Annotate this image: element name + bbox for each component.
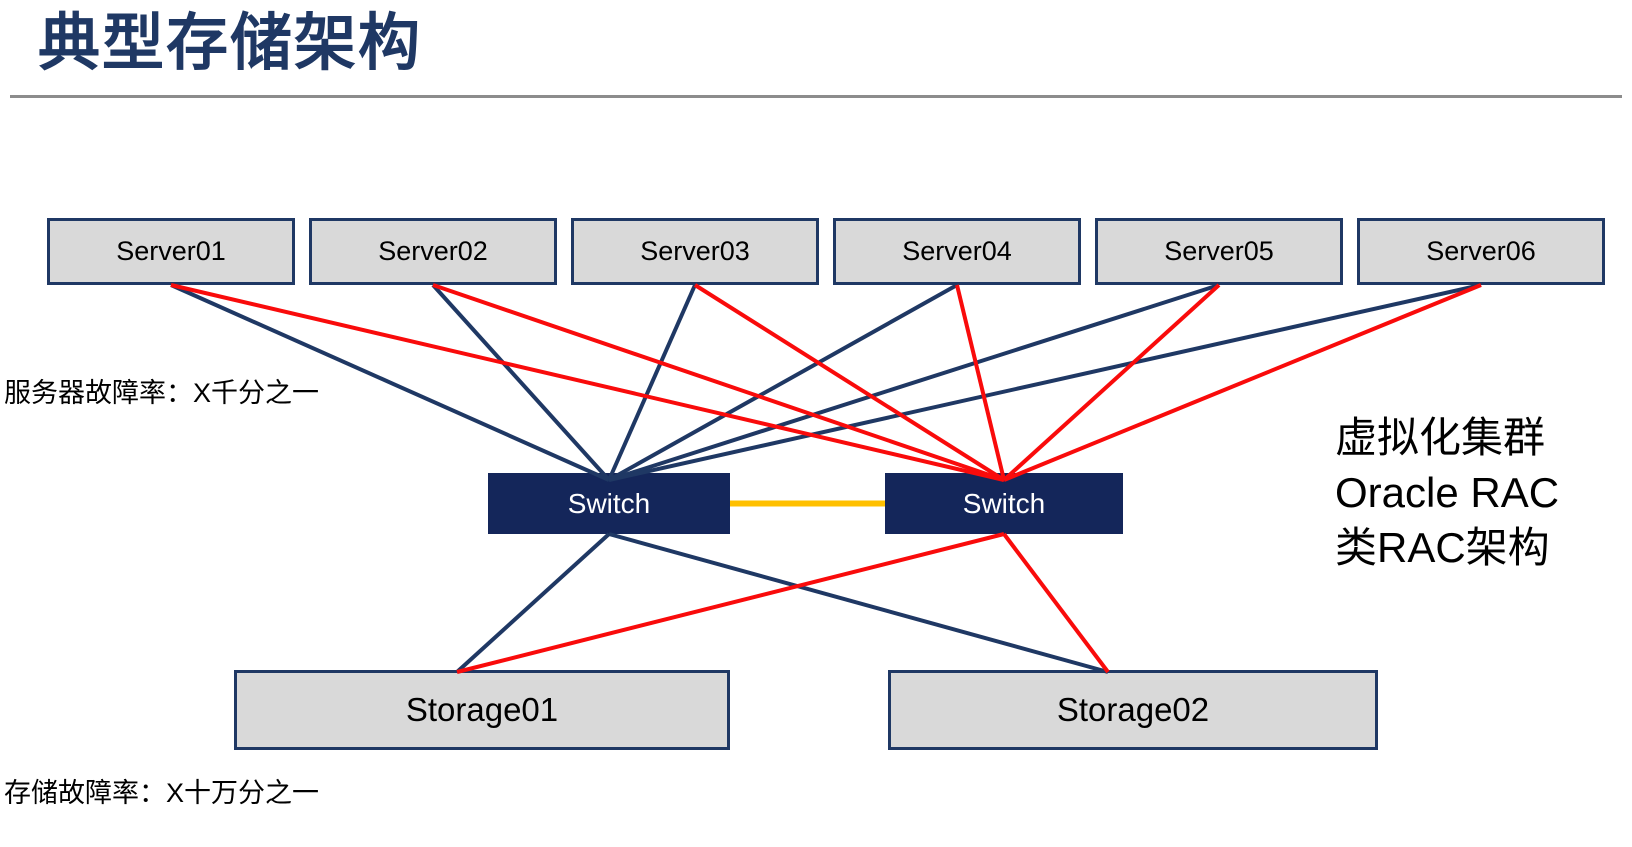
server-03-node: Server03 bbox=[571, 218, 819, 285]
server-failure-rate-label: 服务器故障率：X千分之一 bbox=[4, 378, 320, 408]
storage-01-node: Storage01 bbox=[234, 670, 730, 750]
edge-server-03-to-switch-a bbox=[607, 284, 697, 481]
cluster-note: 虚拟化集群 Oracle RAC 类RAC架构 bbox=[1335, 410, 1559, 575]
edge-server-02-to-switch-a bbox=[431, 283, 611, 482]
edge-server-02-to-switch-b bbox=[432, 283, 1005, 482]
edge-switch-b-to-storage-01 bbox=[456, 532, 1005, 674]
storage-02-node: Storage02 bbox=[888, 670, 1378, 750]
cluster-note-line-3: 类RAC架构 bbox=[1335, 524, 1550, 571]
server-06-node: Server06 bbox=[1357, 218, 1605, 285]
edge-switch-a-to-storage-02 bbox=[608, 532, 1109, 674]
server-02-node: Server02 bbox=[309, 218, 557, 285]
switch-right-node: Switch bbox=[885, 473, 1123, 534]
edge-server-05-to-switch-a bbox=[608, 283, 1220, 482]
server-04-node: Server04 bbox=[833, 218, 1081, 285]
switch-left-node: Switch bbox=[488, 473, 730, 534]
cluster-note-line-2: Oracle RAC bbox=[1335, 469, 1560, 516]
server-05-node: Server05 bbox=[1095, 218, 1343, 285]
cluster-note-line-1: 虚拟化集群 bbox=[1335, 414, 1546, 461]
storage-failure-rate-label: 存储故障率：X十万分之一 bbox=[4, 778, 320, 808]
edge-server-04-to-switch-b bbox=[955, 284, 1006, 481]
title-divider-line bbox=[10, 95, 1622, 98]
edge-switch-b-to-storage-02 bbox=[1002, 532, 1110, 674]
server-01-node: Server01 bbox=[47, 218, 295, 285]
edge-switch-a-to-storage-01 bbox=[455, 532, 611, 674]
edge-server-03-to-switch-b bbox=[693, 283, 1006, 482]
edge-server-04-to-switch-a bbox=[608, 283, 958, 482]
page-title: 典型存储架构 bbox=[38, 9, 423, 78]
edge-server-05-to-switch-b bbox=[1002, 283, 1221, 482]
